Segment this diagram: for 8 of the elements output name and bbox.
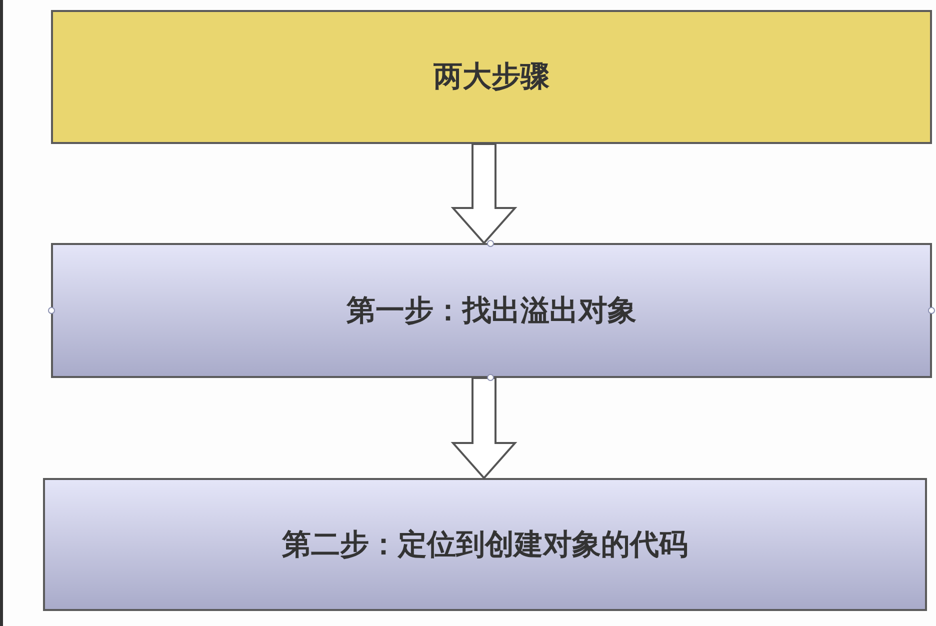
block-arrow (450, 143, 518, 244)
title-box (51, 10, 932, 144)
block-arrow (450, 377, 518, 480)
box-label: 第二步：定位到创建对象的代码 (282, 526, 688, 562)
box-label: 第一步：找出溢出对象 (346, 292, 636, 328)
step-box (51, 243, 932, 378)
step-box (43, 478, 927, 611)
box-label: 两大步骤 (434, 58, 550, 95)
